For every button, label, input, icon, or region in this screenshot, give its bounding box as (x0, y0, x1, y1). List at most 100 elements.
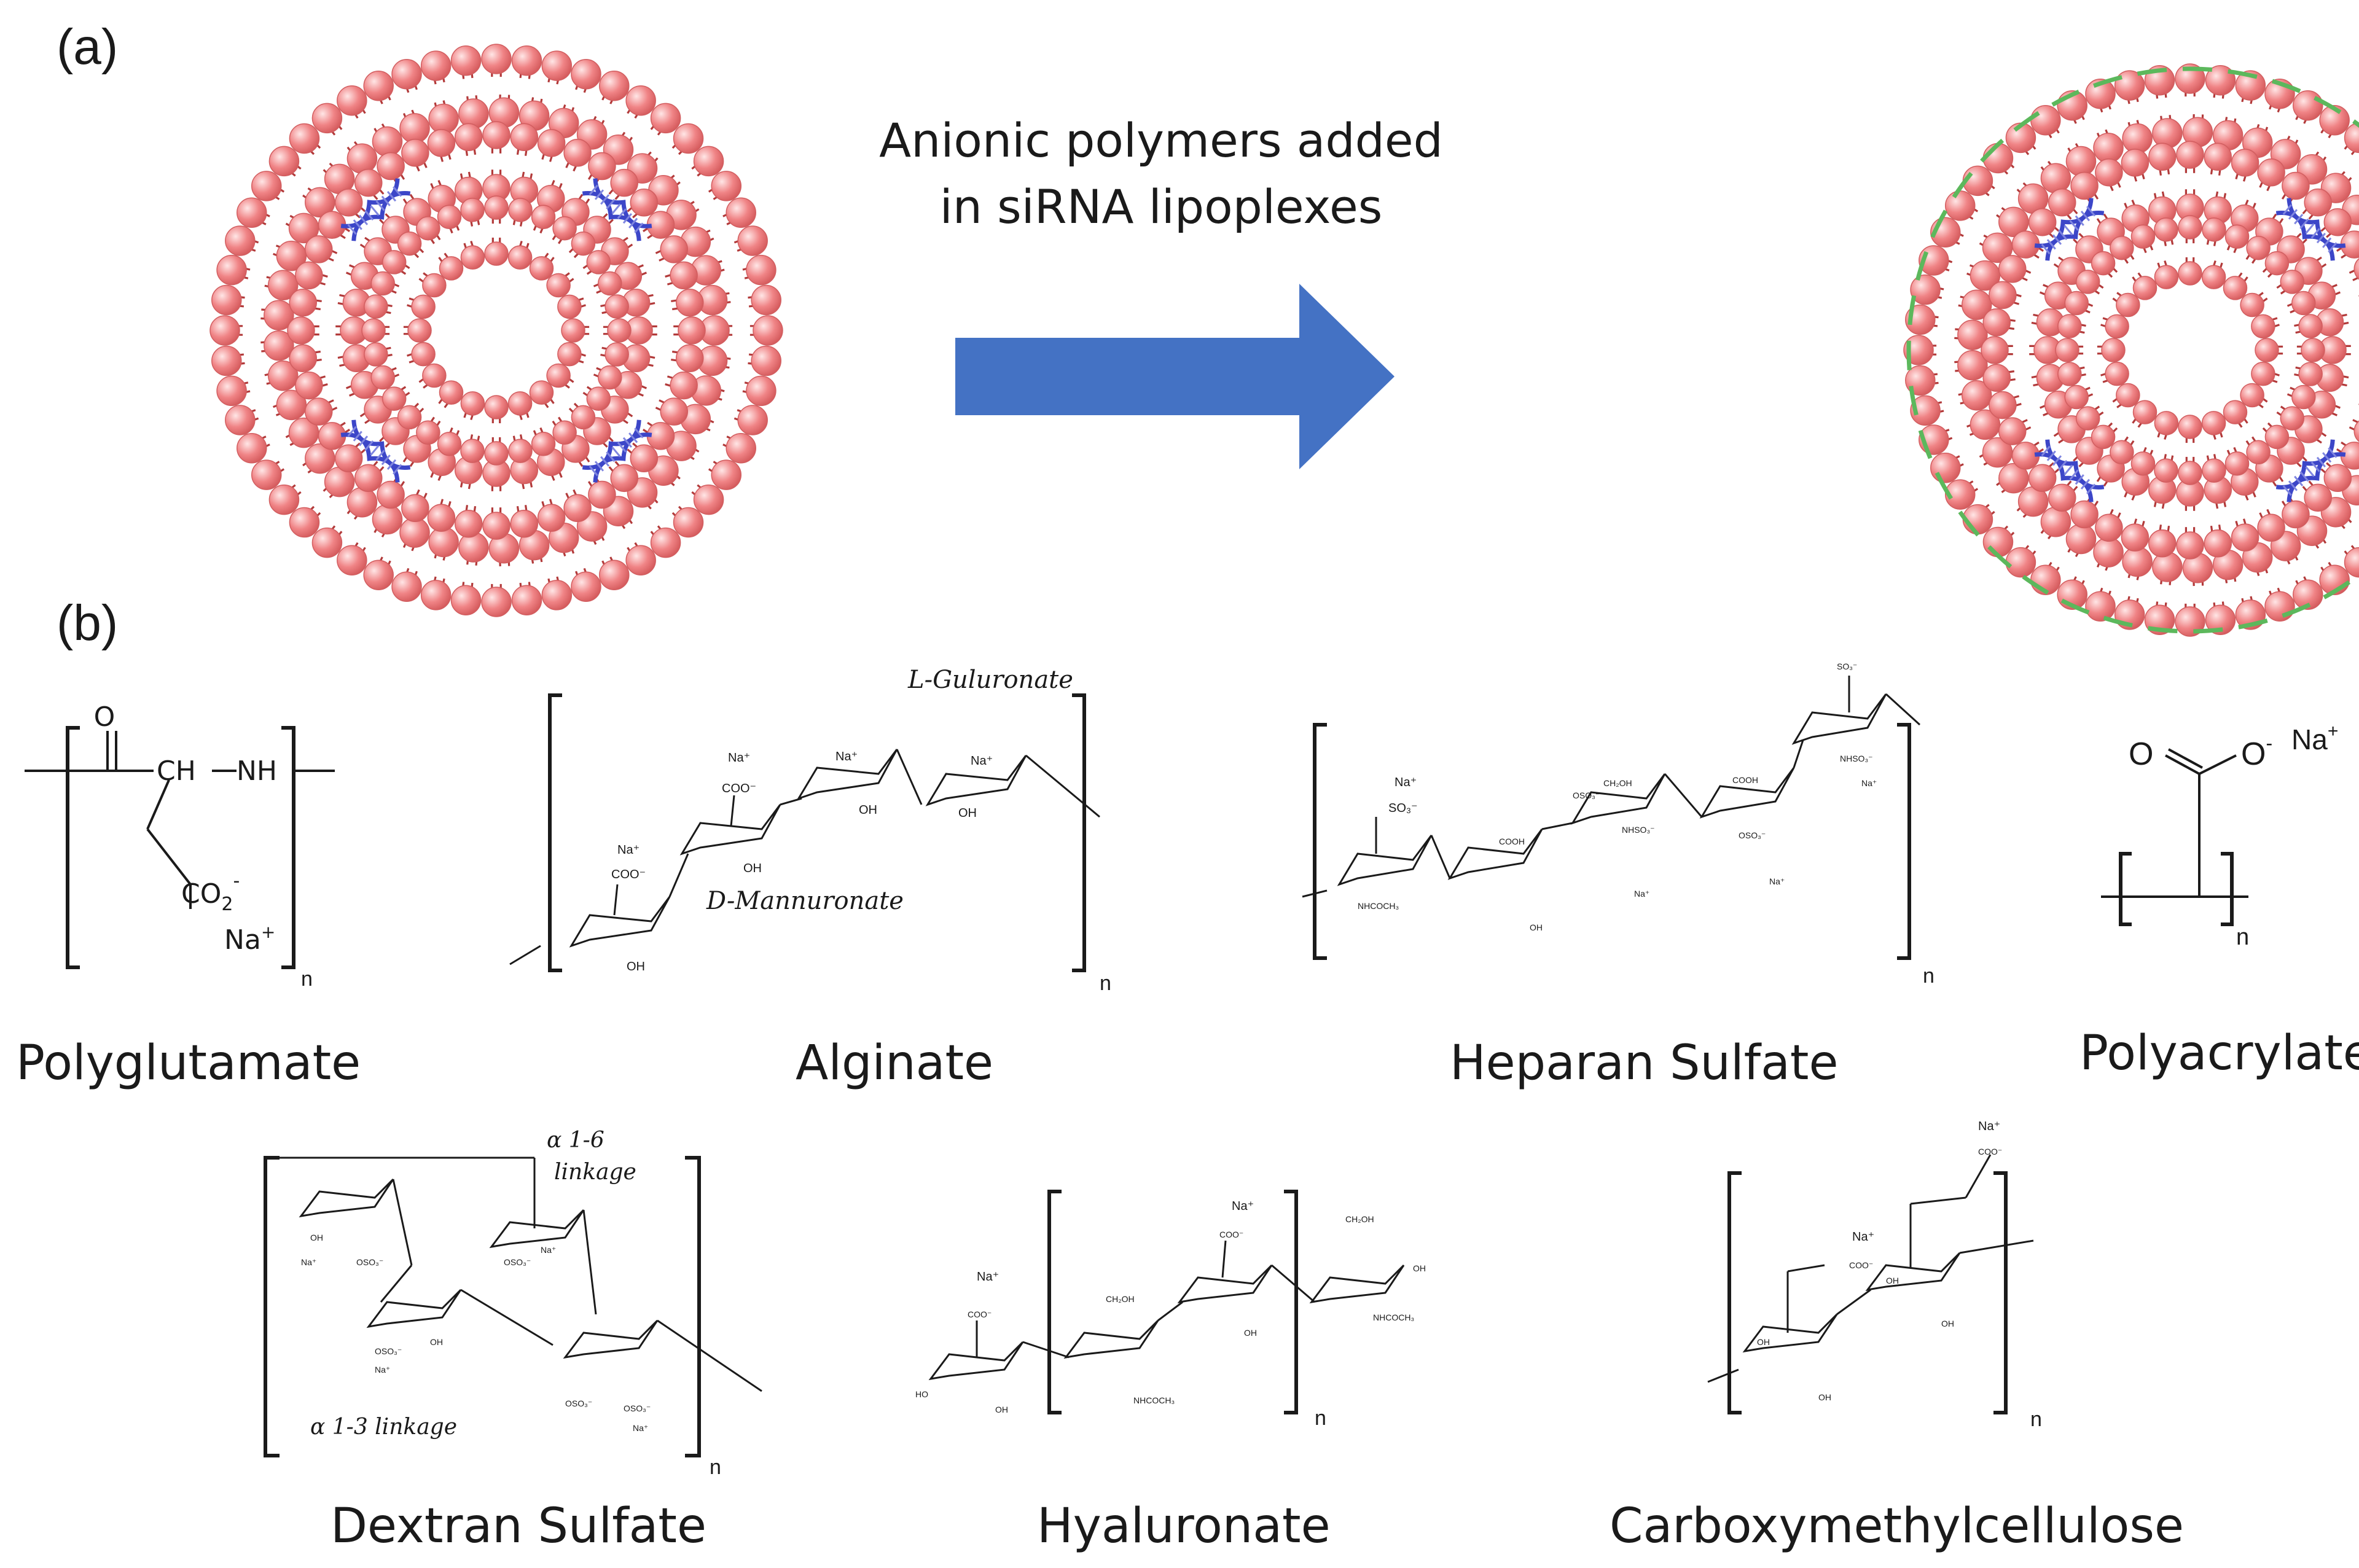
caption-alginate: Alginate (796, 1036, 994, 1091)
hyal-oh-1: OH (995, 1405, 1008, 1414)
dextran-na-2: Na⁺ (541, 1245, 556, 1255)
hyal-nhcoch3-2: NHCOCH₃ (1373, 1313, 1414, 1322)
panel-label-b: (b) (57, 595, 119, 651)
pa-o-minus: O- (2241, 732, 2272, 772)
heparan-n: n (1923, 964, 1935, 988)
hyal-n: n (1315, 1406, 1326, 1430)
alginate-oh-1: OH (627, 960, 645, 973)
cmc-na-2: Na⁺ (1978, 1120, 2000, 1133)
alginate-na-4: Na⁺ (971, 754, 993, 768)
dextran-oso3-3: OSO₃⁻ (375, 1346, 402, 1356)
pg-n: n (301, 967, 313, 991)
anionic-polymer-coating (1906, 66, 2359, 634)
cmc-oh-4: OH (1941, 1319, 1954, 1328)
heparan-nhso3-2: NHSO₃⁻ (1840, 754, 1873, 763)
alginate-coo-2: COO⁻ (722, 782, 756, 795)
dextran-oso3-4: OSO₃⁻ (565, 1398, 592, 1408)
caption-dextran-sulfate: Dextran Sulfate (331, 1499, 706, 1554)
sirna-4 (2275, 439, 2346, 502)
heparan-so3-1: SO₃⁻ (1388, 802, 1418, 815)
heparan-oh-1: OH (1530, 922, 1543, 932)
sirna-2 (582, 178, 652, 241)
cmc-oh-3: OH (1886, 1276, 1899, 1285)
heparan-nhso3-1: NHSO₃⁻ (1622, 825, 1655, 835)
dextran-oso3-2: OSO₃⁻ (504, 1257, 531, 1267)
dextran-link13: α 1-3 linkage (310, 1414, 457, 1440)
alginate-n: n (1100, 972, 1111, 995)
alginate-coo-1: COO⁻ (611, 868, 646, 881)
hyal-na-1: Na⁺ (977, 1270, 999, 1284)
arrow-caption-line1: Anionic polymers added (879, 113, 1443, 168)
cmc-oh-2: OH (1818, 1392, 1831, 1402)
dextran-na-3: Na⁺ (375, 1365, 390, 1375)
polyacrylate-structure (2101, 748, 2248, 926)
sirna-1 (340, 178, 411, 241)
alginate-guluronate-label: L-Guluronate (907, 666, 1073, 694)
polyglutamate-structure (25, 726, 335, 969)
cmc-n: n (2030, 1408, 2042, 1431)
pa-o: O (2129, 736, 2153, 772)
lipoplex-right-coated (1903, 63, 2359, 637)
pg-carbonyl-o: O (94, 701, 115, 733)
bilayer-middle (1981, 141, 2359, 560)
heparan-oso3-2: OSO₃⁻ (1739, 830, 1766, 840)
cmc-oh-1: OH (1757, 1337, 1770, 1347)
hyal-ch2oh-1: CH₂OH (1106, 1294, 1135, 1304)
caption-heparan-sulfate: Heparan Sulfate (1450, 1036, 1839, 1091)
arrow-caption-line2: in siRNA lipoplexes (939, 179, 1383, 234)
cmc-coo-1: COO⁻ (1849, 1260, 1873, 1270)
lipoplex-diagram (209, 44, 2359, 637)
hyal-na-2: Na⁺ (1232, 1199, 1254, 1213)
heparan-sulfate-structure (1302, 676, 1921, 960)
pa-n: n (2236, 924, 2249, 950)
heparan-na-3: Na⁺ (1769, 876, 1785, 886)
hyaluronate-structure (928, 1190, 1405, 1414)
process-arrow (955, 284, 1395, 469)
alginate-na-3: Na⁺ (835, 750, 858, 763)
hyal-ho: HO (915, 1389, 928, 1399)
alginate-oh-4: OH (958, 806, 977, 820)
caption-carboxymethylcellulose: Carboxymethylcellulose (1610, 1499, 2184, 1554)
alginate-na-1: Na⁺ (617, 843, 640, 857)
heparan-cooh-1: COOH (1499, 837, 1525, 846)
heparan-na-2: Na⁺ (1634, 889, 1649, 899)
pa-na: Na+ (2291, 721, 2338, 755)
heparan-oso3-1: OSO₃⁻ (1573, 790, 1600, 800)
hyal-coo-2: COO⁻ (1219, 1230, 1243, 1239)
heparan-so3-2: SO₃⁻ (1837, 661, 1857, 671)
polymer-structures: O CH NH CO2- Na+ n L-Guluronate D-Mannur… (25, 661, 2338, 1479)
alginate-mannuronate-label: D-Mannuronate (706, 887, 904, 915)
sirna-4 (582, 419, 652, 483)
heparan-cooh-2: COOH (1732, 775, 1758, 785)
bilayer-middle (287, 121, 706, 540)
dextran-na-4: Na⁺ (633, 1423, 648, 1433)
dextran-oso3-1: OSO₃⁻ (356, 1257, 383, 1267)
hyal-oh-2: OH (1244, 1328, 1257, 1338)
heparan-ch2oh: CH₂OH (1603, 778, 1632, 788)
bilayer-inner (361, 195, 632, 466)
cmc-structure (1707, 1154, 2034, 1414)
sirna-3 (340, 419, 411, 483)
sirna-2 (2275, 198, 2346, 261)
pg-nh: NH (237, 755, 277, 787)
arrow-caption: Anionic polymers added in siRNA lipoplex… (848, 107, 1474, 240)
alginate-oh-2: OH (743, 862, 762, 875)
sirna-1 (2034, 198, 2105, 261)
pg-co2: CO2- (181, 870, 240, 915)
pg-ch: CH (157, 755, 196, 787)
hyal-ch2oh-2: CH₂OH (1345, 1214, 1374, 1224)
dextran-oh-1: OH (310, 1233, 323, 1242)
lipoplex-left (209, 44, 783, 617)
caption-polyglutamate: Polyglutamate (16, 1036, 361, 1091)
dextran-oh-2: OH (430, 1337, 443, 1347)
dextran-na-1: Na⁺ (301, 1257, 316, 1267)
dextran-link16-b: linkage (554, 1160, 636, 1185)
alginate-na-2: Na⁺ (728, 751, 750, 765)
dextran-link16-a: α 1-6 (547, 1128, 604, 1153)
dextran-sulfate-structure (264, 1156, 762, 1457)
alginate-oh-3: OH (859, 803, 877, 817)
panel-label-a: (a) (57, 19, 119, 75)
cmc-coo-2: COO⁻ (1978, 1147, 2002, 1156)
heparan-na-1: Na⁺ (1395, 776, 1417, 789)
bilayer-inner (2055, 215, 2325, 485)
